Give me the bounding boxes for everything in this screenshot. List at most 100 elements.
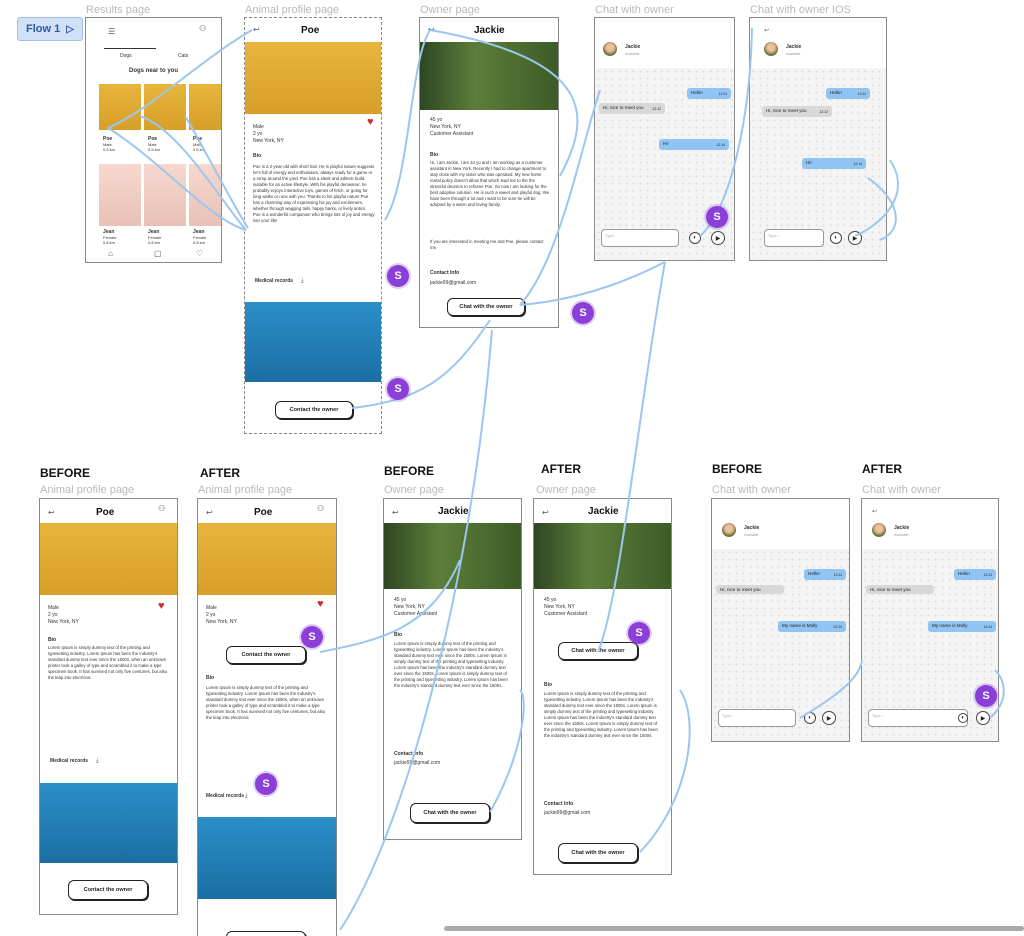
- message-input[interactable]: Type...: [764, 229, 824, 247]
- back-icon[interactable]: ↩: [872, 509, 878, 515]
- back-icon[interactable]: ↩: [48, 508, 55, 517]
- flow-play-icon: ▷: [66, 23, 74, 35]
- message-input[interactable]: Type...: [718, 709, 796, 727]
- contact-owner-button[interactable]: Contact the owner: [226, 646, 306, 664]
- home-icon[interactable]: ⌂: [108, 249, 113, 258]
- heart-outline-icon[interactable]: ♡: [196, 249, 204, 258]
- message-text: Hello!: [958, 571, 970, 576]
- chat-icon[interactable]: ▢: [154, 249, 162, 258]
- owner-avatar: [603, 42, 617, 56]
- medical-records-label[interactable]: Medical records: [50, 758, 89, 764]
- contact-owner-button[interactable]: Contact the owner: [68, 880, 148, 900]
- message-input[interactable]: Type...: [601, 229, 679, 247]
- menu-icon[interactable]: ☰: [108, 27, 116, 36]
- tab-cats[interactable]: Cats: [178, 53, 189, 59]
- back-icon[interactable]: ↩: [253, 25, 260, 34]
- owner-avatar: [872, 523, 886, 537]
- dog-photo: [40, 523, 177, 595]
- horizontal-scrollbar[interactable]: [444, 926, 1024, 931]
- owner-email[interactable]: jackie99@gmail.com: [544, 810, 591, 816]
- user-icon[interactable]: ⚇: [317, 504, 325, 513]
- owner-email[interactable]: jackie99@gmail.com: [430, 280, 477, 286]
- dog-card-image[interactable]: [189, 84, 221, 130]
- chat-owner-button[interactable]: Chat with the owner: [558, 843, 638, 863]
- download-icon[interactable]: ⤓: [301, 278, 304, 284]
- message-text: Hi!: [663, 141, 669, 146]
- heart-icon[interactable]: ♥: [317, 598, 324, 610]
- back-icon[interactable]: ↩: [206, 508, 213, 517]
- contact-info-label: Contact Info: [394, 751, 424, 757]
- interaction-badge[interactable]: S: [301, 626, 323, 648]
- medical-records-label[interactable]: Medical records: [206, 793, 245, 799]
- dog-card-image[interactable]: [189, 164, 221, 226]
- bio-label: Bio: [253, 153, 262, 159]
- owner-avatar: [722, 523, 736, 537]
- dog-card-image[interactable]: [99, 84, 141, 130]
- animal-location: New York, NY: [48, 619, 79, 625]
- flow-tag[interactable]: Flow 1 ▷: [17, 17, 83, 41]
- contact-owner-button[interactable]: Contact the owner: [275, 401, 353, 419]
- message-bubble-sent: My name is Molly 12:14: [778, 621, 846, 632]
- chat-owner-button[interactable]: Chat with the owner: [558, 642, 638, 660]
- mic-icon[interactable]: ◐: [830, 232, 842, 244]
- before-label: BEFORE: [712, 462, 763, 476]
- download-icon[interactable]: ⤓: [96, 758, 99, 764]
- back-icon[interactable]: ↩: [392, 508, 399, 517]
- interaction-badge[interactable]: S: [387, 378, 409, 400]
- animal-age: 2 yo: [206, 612, 216, 618]
- message-bubble-sent: My name is Molly 12:14: [928, 621, 996, 632]
- owner-photo: [420, 42, 558, 110]
- mic-icon[interactable]: ◐: [689, 232, 701, 244]
- interaction-badge[interactable]: S: [572, 302, 594, 324]
- dog-name: Jean: [148, 229, 160, 235]
- dog-card-image[interactable]: [99, 164, 141, 226]
- interaction-badge[interactable]: S: [255, 773, 277, 795]
- message-bubble-sent: Hello! 12:11: [954, 569, 996, 580]
- user-icon[interactable]: ⚇: [158, 504, 166, 513]
- tab-dogs[interactable]: Dogs: [120, 53, 132, 59]
- mic-icon[interactable]: ◐: [958, 713, 968, 723]
- message-time: 12:14: [983, 625, 993, 629]
- heart-icon[interactable]: ♥: [158, 600, 165, 612]
- dog-card-image[interactable]: [144, 84, 186, 130]
- message-bubble-received: Hi, nice to meet you 12:12: [599, 103, 665, 114]
- message-time: 12:12: [652, 107, 662, 111]
- send-icon[interactable]: ▶: [848, 231, 862, 245]
- animal-age: 2 yo: [48, 612, 58, 618]
- interaction-badge[interactable]: S: [975, 685, 997, 707]
- dog-photo: [198, 523, 336, 595]
- animal-bio: Lorem Ipsum is simply dummy text of the …: [48, 645, 168, 680]
- frame-label-animal-profile: Animal profile page: [245, 4, 340, 16]
- back-icon[interactable]: ↩: [428, 25, 435, 34]
- contact-info-label: Contact Info: [430, 270, 460, 276]
- owner-email[interactable]: jackie99@gmail.com: [394, 760, 441, 766]
- back-icon[interactable]: ↩: [764, 28, 770, 34]
- animal-name: Poe: [254, 507, 273, 518]
- message-text: Hello!: [830, 90, 842, 95]
- mic-icon[interactable]: ◐: [804, 712, 816, 724]
- chat-contact-name: Jackie: [744, 525, 760, 531]
- interaction-badge[interactable]: S: [628, 622, 650, 644]
- owner-photo: [384, 523, 521, 589]
- medical-records-label[interactable]: Medical records: [255, 278, 294, 284]
- interaction-badge[interactable]: S: [706, 206, 728, 228]
- message-time: 12:11: [718, 92, 727, 96]
- message-bubble-received: Hi, nice to meet you: [866, 585, 934, 594]
- heart-icon[interactable]: ♥: [367, 116, 374, 128]
- back-icon[interactable]: ↩: [542, 508, 549, 517]
- tab-underline: [104, 48, 156, 49]
- user-icon[interactable]: ⚇: [199, 24, 207, 33]
- send-icon[interactable]: ▶: [976, 711, 990, 725]
- chat-owner-button[interactable]: Chat with the owner: [410, 803, 490, 823]
- send-icon[interactable]: ▶: [822, 711, 836, 725]
- download-icon[interactable]: ⤓: [245, 793, 248, 799]
- dog-dist: 0.5 km: [103, 147, 116, 152]
- send-icon[interactable]: ▶: [711, 231, 725, 245]
- contact-owner-button[interactable]: [226, 931, 306, 936]
- message-input[interactable]: Type...: [868, 709, 968, 727]
- chat-owner-button[interactable]: Chat with the owner: [447, 298, 525, 316]
- interaction-badge[interactable]: S: [387, 265, 409, 287]
- message-text: Hello!: [808, 571, 820, 576]
- message-bubble-sent: Hi! 12:14: [802, 158, 866, 169]
- dog-card-image[interactable]: [144, 164, 186, 226]
